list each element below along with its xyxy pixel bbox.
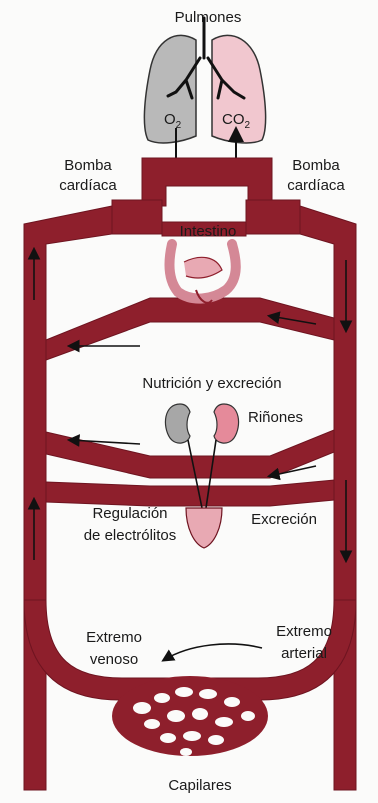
- label-lungs: Pulmones: [175, 9, 242, 26]
- pump-right: [245, 199, 301, 235]
- capillary-bed: [112, 676, 268, 756]
- top-horizontal: [161, 221, 247, 237]
- label-intestine: Intestino: [180, 223, 237, 240]
- label-kidneys: Riñones: [248, 409, 303, 426]
- label-pump-left-line1: Bomba: [64, 157, 112, 174]
- kidney-branch-band: [45, 429, 335, 479]
- label-pump-left-line2: cardíaca: [59, 177, 117, 194]
- label-pump-right-line2: cardíaca: [287, 177, 345, 194]
- electrolyte-branch-band: [45, 479, 335, 507]
- intestine-branch-band: [45, 297, 335, 361]
- bladder-illustration: [185, 507, 223, 549]
- kidneys-illustration: [164, 403, 240, 509]
- label-nutrition: Nutrición y excreción: [142, 375, 281, 392]
- left-lung: [143, 34, 197, 144]
- label-o2: O2: [164, 111, 182, 131]
- label-arterial-line2: arterial: [281, 645, 327, 662]
- flow-arrows: [27, 246, 353, 662]
- label-regulation-line2: de electrólitos: [84, 527, 177, 544]
- label-regulation-line1: Regulación: [92, 505, 167, 522]
- label-arterial-line1: Extremo: [276, 623, 332, 640]
- vessel-network: [23, 157, 357, 791]
- right-kidney: [213, 403, 240, 444]
- label-capillaries: Capilares: [168, 777, 231, 794]
- ureters: [187, 439, 217, 509]
- intestine-illustration: [164, 239, 241, 304]
- label-pump-right-line1: Bomba: [292, 157, 340, 174]
- pump-left: [111, 199, 163, 235]
- label-venous-line2: venoso: [90, 651, 138, 668]
- label-co2: CO2: [222, 111, 251, 131]
- trachea-icon: [166, 16, 246, 100]
- pulmonary-loop: [141, 157, 273, 207]
- label-excretion: Excreción: [251, 511, 317, 528]
- lungs-illustration: [143, 16, 267, 176]
- label-venous-line1: Extremo: [86, 629, 142, 646]
- left-kidney: [164, 403, 191, 444]
